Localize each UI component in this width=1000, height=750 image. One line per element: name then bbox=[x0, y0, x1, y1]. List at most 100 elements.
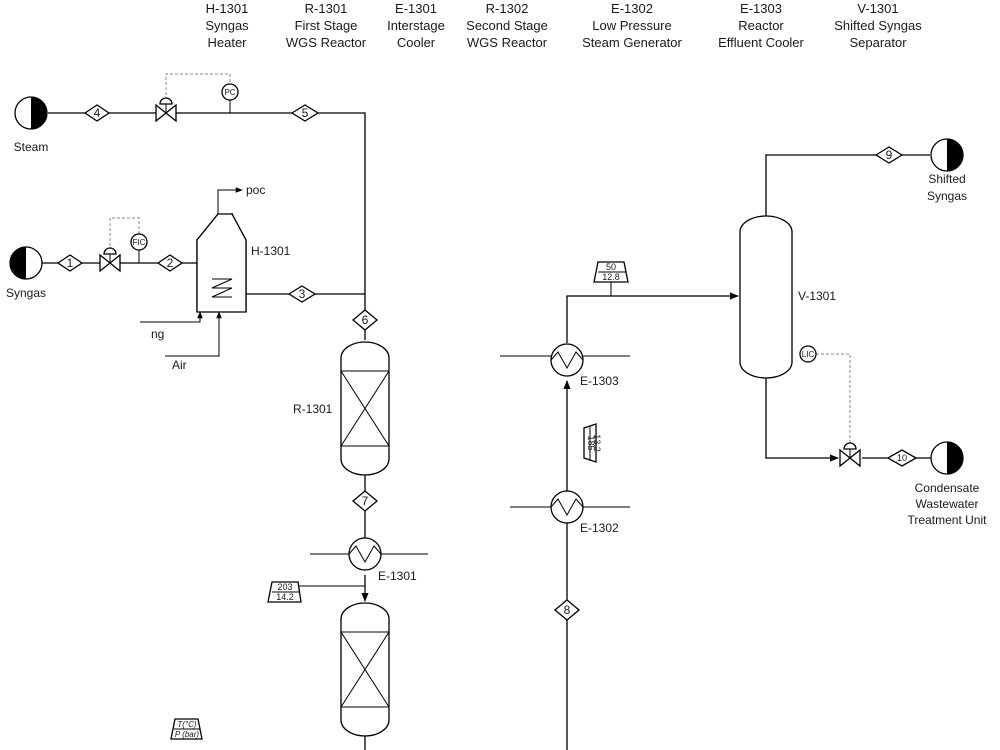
condition-flag-e1301: 203 14.2 bbox=[267, 581, 365, 603]
signal-lines bbox=[109, 73, 851, 448]
pc-instrument: PC bbox=[221, 83, 239, 101]
shifted-syngas-label-2: Syngas bbox=[927, 189, 967, 203]
flag-e1301-temp: 203 bbox=[277, 582, 292, 592]
stream-6-label: 6 bbox=[362, 313, 369, 327]
header-h1301-line1: Syngas bbox=[205, 18, 249, 33]
header-e1303: E-1303 Reactor Effluent Cooler bbox=[718, 1, 804, 50]
stream-3-marker: 3 bbox=[287, 285, 317, 303]
steam-terminal bbox=[14, 96, 48, 130]
header-r1302-line2: WGS Reactor bbox=[467, 35, 548, 50]
header-e1302-tag: E-1302 bbox=[611, 1, 653, 16]
header-e1302-line1: Low Pressure bbox=[592, 18, 671, 33]
stream-9-marker: 9 bbox=[874, 146, 904, 164]
poc-label: poc bbox=[246, 183, 265, 197]
cooler2-tag: E-1302 bbox=[580, 521, 619, 535]
condensate-label-1: Condensate bbox=[915, 481, 980, 495]
header-e1302-line2: Steam Generator bbox=[582, 35, 682, 50]
header-h1301: H-1301 Syngas Heater bbox=[205, 1, 249, 50]
header-r1301-line1: First Stage bbox=[295, 18, 358, 33]
cooler3-tag: E-1303 bbox=[580, 374, 619, 388]
header-v1301: V-1301 Shifted Syngas Separator bbox=[834, 1, 922, 50]
condition-flag-e1303: 50 12.8 bbox=[593, 261, 629, 296]
header-e1303-line1: Reactor bbox=[738, 18, 784, 33]
condensate-line-a bbox=[765, 376, 839, 462]
stream-2-marker: 2 bbox=[156, 254, 184, 272]
stream-5-marker: 5 bbox=[290, 104, 320, 122]
pc-signal-line bbox=[165, 73, 231, 105]
flag-e1302-temp: 185 bbox=[586, 435, 596, 450]
condensate-label-2: Wastewater bbox=[916, 497, 979, 511]
air-line bbox=[165, 311, 222, 357]
poc-line bbox=[217, 187, 243, 213]
heater-tag: H-1301 bbox=[251, 244, 291, 258]
header-r1302-tag: R-1302 bbox=[486, 1, 529, 16]
stream-1-marker: 1 bbox=[56, 254, 84, 272]
legend-pres: P (bar) bbox=[175, 730, 199, 739]
flag-e1303-temp: 50 bbox=[606, 262, 616, 272]
pc-label: PC bbox=[224, 88, 235, 97]
tp-legend: T(°C) P (bar) bbox=[170, 718, 203, 740]
stream-1-label: 1 bbox=[67, 256, 74, 270]
condensate-terminal bbox=[930, 441, 964, 475]
ng-line bbox=[140, 311, 203, 323]
reactor-r1302 bbox=[340, 602, 390, 737]
shifted-syngas-label-1: Shifted bbox=[928, 172, 965, 186]
stream-8-label: 8 bbox=[564, 603, 571, 617]
steam-label: Steam bbox=[14, 140, 49, 154]
condensate-control-valve bbox=[839, 442, 861, 468]
header-v1301-tag: V-1301 bbox=[857, 1, 898, 16]
exchanger-e1303 bbox=[550, 343, 584, 377]
air-label: Air bbox=[172, 358, 187, 372]
steam-control-valve bbox=[155, 97, 177, 123]
legend-temp: T(°C) bbox=[177, 720, 197, 729]
syngas-label: Syngas bbox=[6, 286, 46, 300]
header-e1301-line2: Cooler bbox=[397, 35, 436, 50]
syngas-control-valve bbox=[99, 247, 121, 273]
e1303-to-v1301-line bbox=[566, 292, 739, 343]
flag-e1302-pres: 13.2 bbox=[592, 434, 602, 452]
header-e1303-line2: Effluent Cooler bbox=[718, 35, 804, 50]
header-e1301: E-1301 Interstage Cooler bbox=[387, 1, 445, 50]
exchanger-e1301 bbox=[348, 537, 382, 571]
flag-e1303-pres: 12.8 bbox=[602, 272, 620, 282]
header-r1301-tag: R-1301 bbox=[305, 1, 348, 16]
lic-instrument: LIC bbox=[799, 345, 817, 363]
syngas-terminal bbox=[9, 246, 43, 280]
equipment-header: H-1301 Syngas Heater R-1301 First Stage … bbox=[205, 1, 922, 50]
header-r1301-line2: WGS Reactor bbox=[286, 35, 367, 50]
process-lines bbox=[42, 112, 932, 750]
separator-v1301 bbox=[739, 215, 793, 379]
steam-line bbox=[48, 112, 366, 340]
header-r1302: R-1302 Second Stage WGS Reactor bbox=[466, 1, 548, 50]
stream-9-label: 9 bbox=[886, 148, 893, 162]
header-r1302-line1: Second Stage bbox=[466, 18, 548, 33]
stream-10-label: 10 bbox=[897, 453, 907, 463]
condensate-label-3: Treatment Unit bbox=[908, 513, 988, 527]
stream-3-label: 3 bbox=[299, 287, 306, 301]
stream-10-marker: 10 bbox=[886, 449, 918, 467]
stream-7-label: 7 bbox=[362, 494, 369, 508]
header-e1301-tag: E-1301 bbox=[395, 1, 437, 16]
stream-2-label: 2 bbox=[167, 256, 174, 270]
header-e1302: E-1302 Low Pressure Steam Generator bbox=[582, 1, 682, 50]
stream-8-marker: 8 bbox=[553, 599, 581, 621]
heater-h1301 bbox=[196, 212, 247, 313]
header-e1303-tag: E-1303 bbox=[740, 1, 782, 16]
lic-signal-line bbox=[816, 353, 851, 448]
header-h1301-line2: Heater bbox=[207, 35, 247, 50]
shifted-syngas-terminal bbox=[930, 138, 964, 172]
reactor1-tag: R-1301 bbox=[293, 402, 333, 416]
header-v1301-line2: Separator bbox=[849, 35, 907, 50]
fic-label: FIC bbox=[133, 238, 146, 247]
separator-tag: V-1301 bbox=[798, 289, 836, 303]
stream-7-marker: 7 bbox=[351, 490, 379, 512]
stream-4-label: 4 bbox=[94, 106, 101, 120]
header-r1301: R-1301 First Stage WGS Reactor bbox=[286, 1, 367, 50]
header-h1301-tag: H-1301 bbox=[206, 1, 249, 16]
shifted-syngas-line bbox=[765, 154, 930, 218]
stream-4-marker: 4 bbox=[83, 104, 111, 122]
exchanger-e1302 bbox=[550, 490, 584, 524]
flag-e1301-pres: 14.2 bbox=[276, 592, 294, 602]
fic-signal-line bbox=[109, 217, 140, 256]
